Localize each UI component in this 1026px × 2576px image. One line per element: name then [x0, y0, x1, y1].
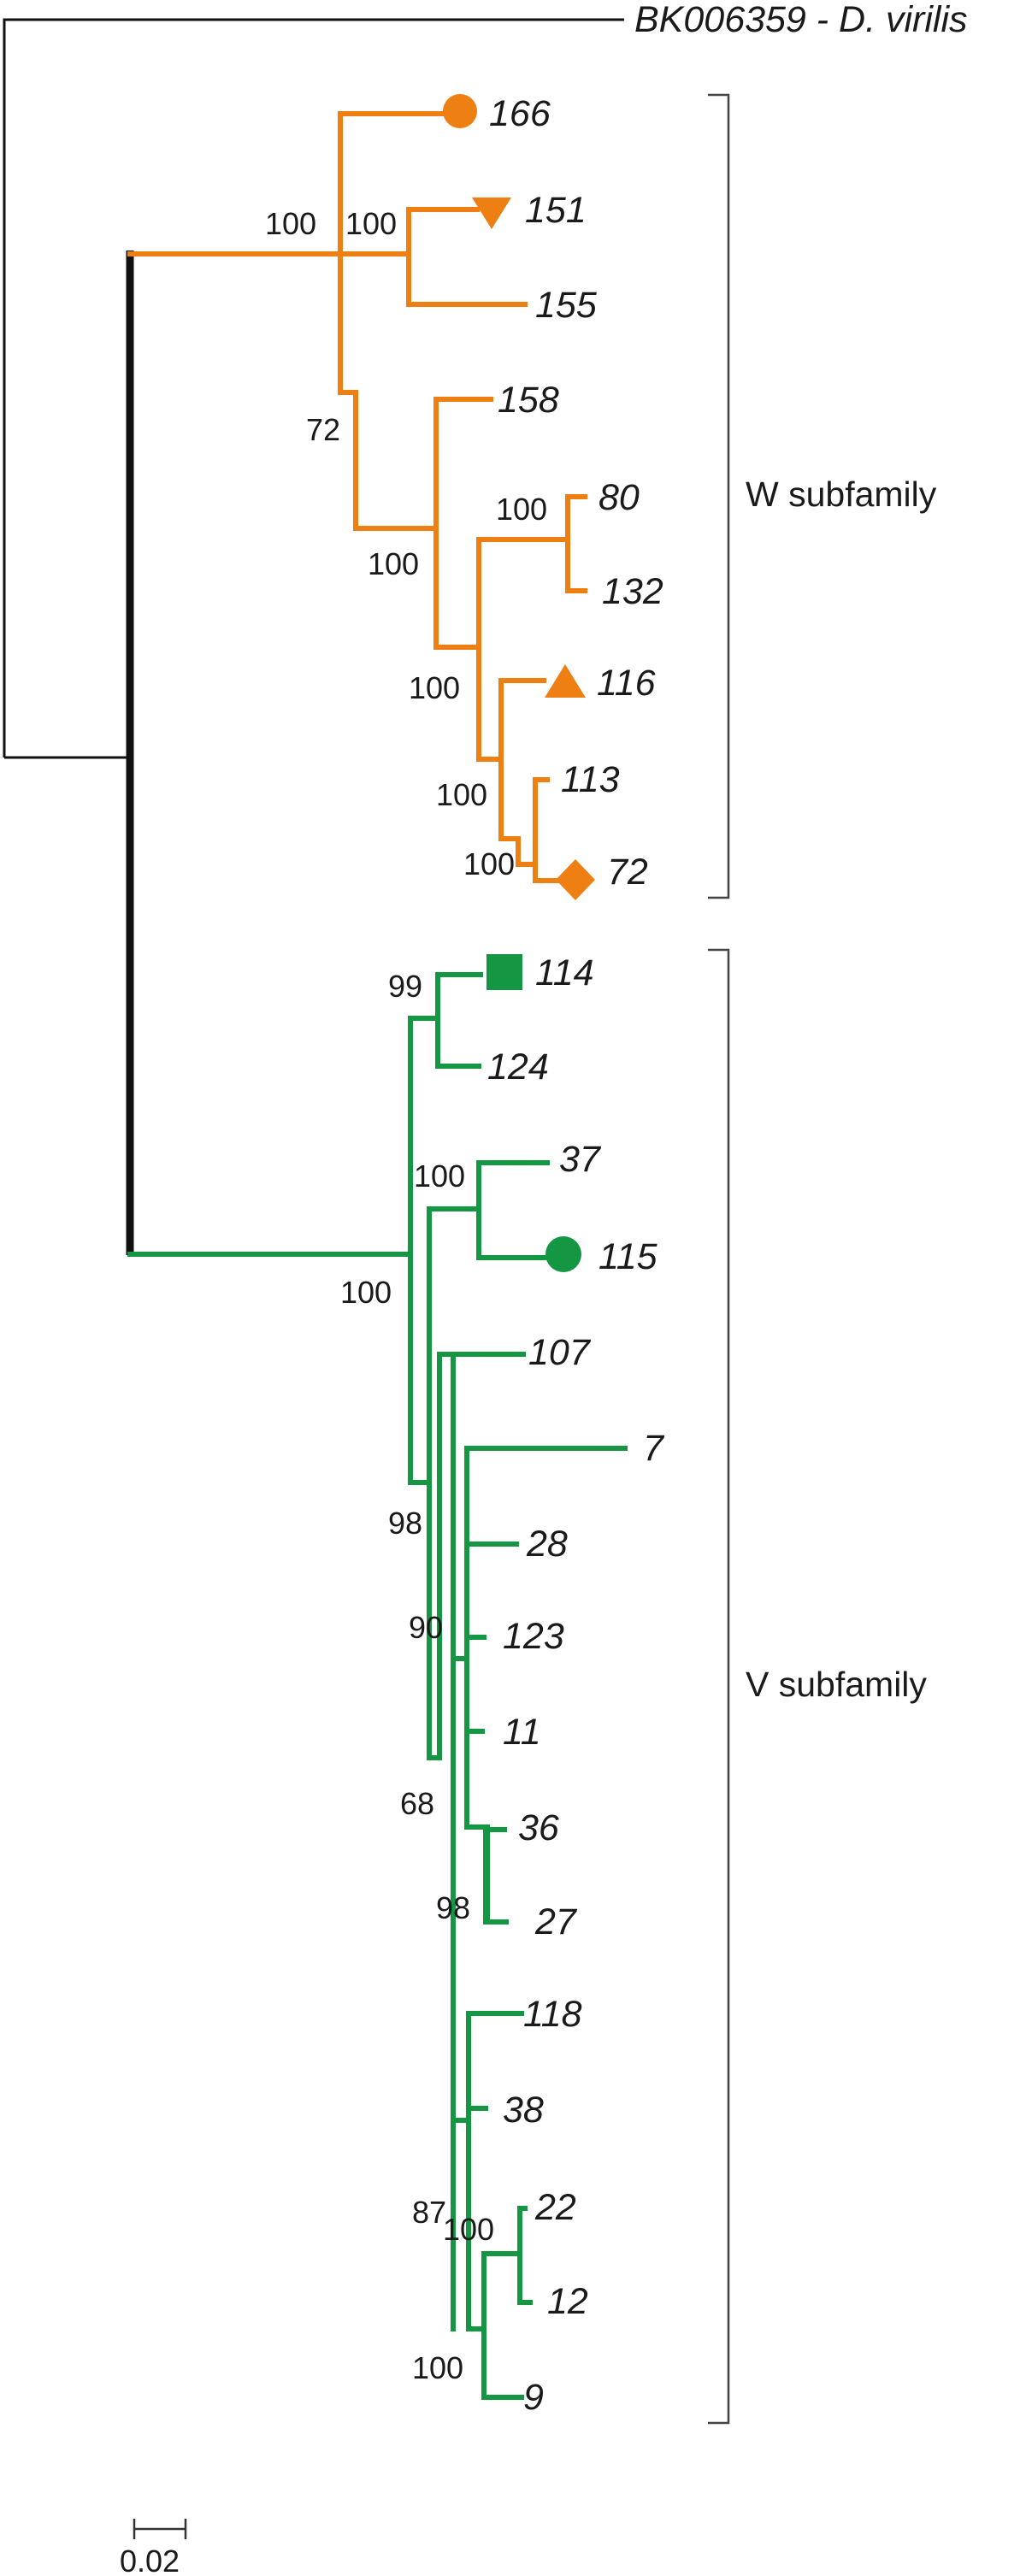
tip-label: 27 [534, 1901, 578, 1942]
support-value: 99 [388, 969, 422, 1004]
w-support-values: 100 100 72 100 100 100 100 100 [265, 206, 547, 881]
tip-label: 11 [503, 1712, 541, 1753]
tip-label: 114 [535, 952, 594, 993]
support-value: 68 [400, 1786, 434, 1821]
support-value: 100 [443, 2212, 494, 2247]
tip-label: 155 [535, 285, 598, 326]
circle-marker [443, 94, 477, 128]
support-value: 100 [412, 2350, 463, 2385]
w-tip-labels: 166 151 155 158 80 132 116 113 72 [489, 93, 663, 893]
support-value: 98 [388, 1506, 422, 1541]
support-value: 100 [340, 1275, 392, 1310]
w-markers [443, 94, 595, 900]
outgroup-label: BK006359 - D. virilis [634, 0, 968, 40]
support-value: 100 [496, 492, 547, 527]
tip-label: 158 [498, 380, 559, 421]
support-value: 100 [368, 546, 419, 581]
tip-label: 113 [561, 759, 620, 800]
tip-label: 72 [607, 852, 648, 893]
tip-label: 38 [503, 2090, 544, 2131]
tip-label: 80 [598, 477, 640, 518]
tip-label: 151 [525, 190, 587, 231]
support-value: 98 [436, 1890, 470, 1925]
tip-label: 115 [598, 1236, 658, 1277]
group-label-w: W subfamily [746, 475, 937, 514]
w-subfamily-clade [127, 111, 587, 883]
scale-bar [133, 2519, 187, 2539]
tip-label: 9 [523, 2377, 544, 2418]
tip-label: 118 [523, 1994, 582, 2035]
support-value: 72 [306, 412, 340, 447]
tip-label: 132 [602, 571, 663, 612]
tip-label: 124 [487, 1046, 549, 1088]
tip-label: 123 [503, 1616, 564, 1657]
root-branches [3, 18, 624, 1255]
tip-label: 37 [559, 1139, 602, 1180]
tip-label: 116 [597, 663, 656, 704]
support-value: 100 [414, 1158, 465, 1194]
support-value: 100 [345, 206, 397, 241]
support-value: 100 [463, 846, 515, 881]
outgroup-branch [3, 18, 624, 757]
triangle-up-marker [545, 664, 586, 698]
v-tip-labels: 114 124 37 115 107 7 28 123 11 36 27 118… [487, 952, 665, 2418]
w-group-bracket [708, 93, 730, 899]
support-value: 87 [412, 2195, 446, 2230]
support-value: 100 [265, 206, 316, 241]
v-group-bracket [708, 948, 730, 2425]
square-marker [486, 954, 522, 990]
diamond-marker [556, 859, 595, 900]
support-value: 90 [409, 1610, 443, 1645]
tip-label: 28 [526, 1524, 568, 1565]
tip-label: 22 [534, 2187, 576, 2228]
triangle-down-marker [472, 197, 511, 229]
v-support-values: 99 100 100 98 90 68 98 87 100 100 [340, 969, 494, 2385]
tip-label: 12 [547, 2281, 588, 2322]
tip-label: 107 [528, 1332, 592, 1373]
v-markers [486, 954, 581, 1272]
group-label-v: V subfamily [746, 1665, 927, 1704]
v-subfamily-clade [127, 972, 628, 2400]
circle-marker [545, 1236, 581, 1272]
support-value: 100 [436, 777, 487, 812]
support-value: 100 [409, 670, 460, 705]
tip-label: 166 [489, 93, 551, 134]
scale-bar-label: 0.02 [120, 2544, 180, 2576]
tip-label: 36 [518, 1807, 559, 1848]
tip-label: 7 [643, 1428, 665, 1469]
